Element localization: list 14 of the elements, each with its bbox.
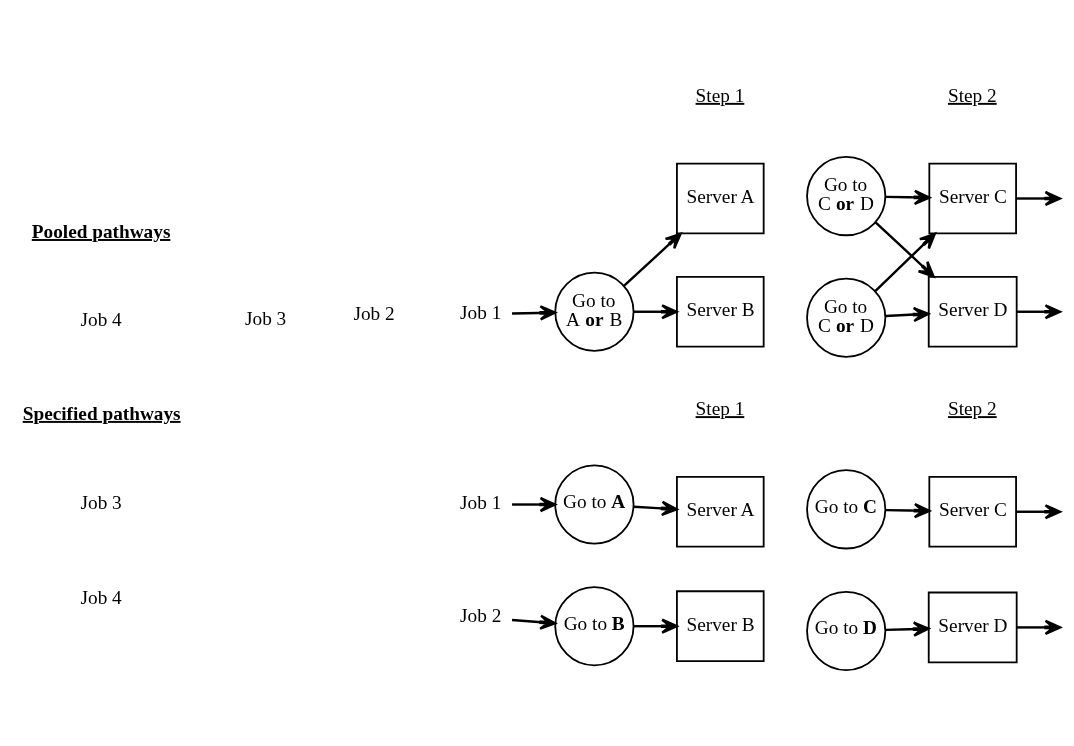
label: Job 3: [80, 491, 122, 513]
label: Specified pathways: [22, 402, 181, 424]
node-text: Job 1: [460, 491, 502, 513]
label: Step 2: [948, 397, 997, 419]
label: Step 1: [695, 397, 745, 419]
label: Step 1: [695, 84, 745, 106]
label: Job 4: [80, 586, 122, 608]
label: Job 2: [353, 302, 395, 324]
label: Job 3: [245, 307, 287, 329]
node-text: Job 1: [460, 301, 502, 323]
label: Job 4: [80, 308, 122, 330]
label: Step 2: [948, 84, 997, 106]
label: Pooled pathways: [31, 220, 171, 242]
node-text: Job 2: [460, 604, 502, 626]
